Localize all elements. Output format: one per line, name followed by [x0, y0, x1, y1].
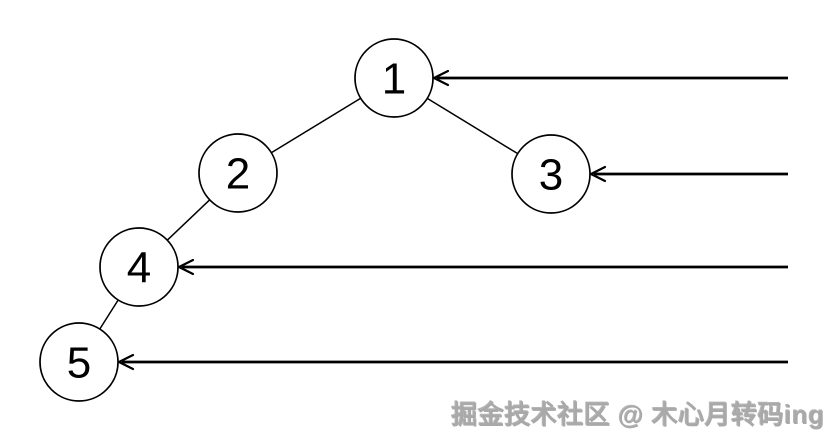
tree-node-circle: [198, 133, 278, 213]
tree-node-3: 3: [511, 134, 591, 214]
watermark: 掘金技术社区 @ 木心月转码ing: [451, 400, 825, 430]
tree-node-circle: [354, 38, 434, 118]
level-arrow-to-node-5: [117, 353, 788, 371]
tree-node-1: 1: [354, 38, 434, 118]
level-arrow-to-node-4: [177, 258, 788, 276]
tree-node-circle: [99, 227, 179, 307]
arrowhead-icon: [432, 69, 450, 87]
tree-node-label: 1: [382, 55, 406, 104]
tree-node-circle: [39, 322, 119, 402]
tree-node-2: 2: [198, 133, 278, 213]
arrowhead-icon: [177, 258, 195, 276]
arrowhead-icon: [589, 165, 607, 183]
tree-node-label: 3: [539, 151, 563, 200]
tree-node-label: 2: [226, 150, 250, 199]
tree-node-circle: [511, 134, 591, 214]
tree-node-4: 4: [99, 227, 179, 307]
level-arrow-to-node-3: [589, 165, 788, 183]
tree-edge-4-5: [99, 299, 119, 330]
tree-node-label: 4: [127, 244, 151, 293]
level-arrow-to-node-1: [432, 69, 788, 87]
tree-edge-1-3: [426, 97, 519, 155]
tree-edge-2-4: [166, 199, 211, 241]
tree-node-label: 5: [67, 339, 91, 388]
tree-node-5: 5: [39, 322, 119, 402]
tree-edge-1-2: [270, 97, 362, 154]
arrowhead-icon: [117, 353, 135, 371]
